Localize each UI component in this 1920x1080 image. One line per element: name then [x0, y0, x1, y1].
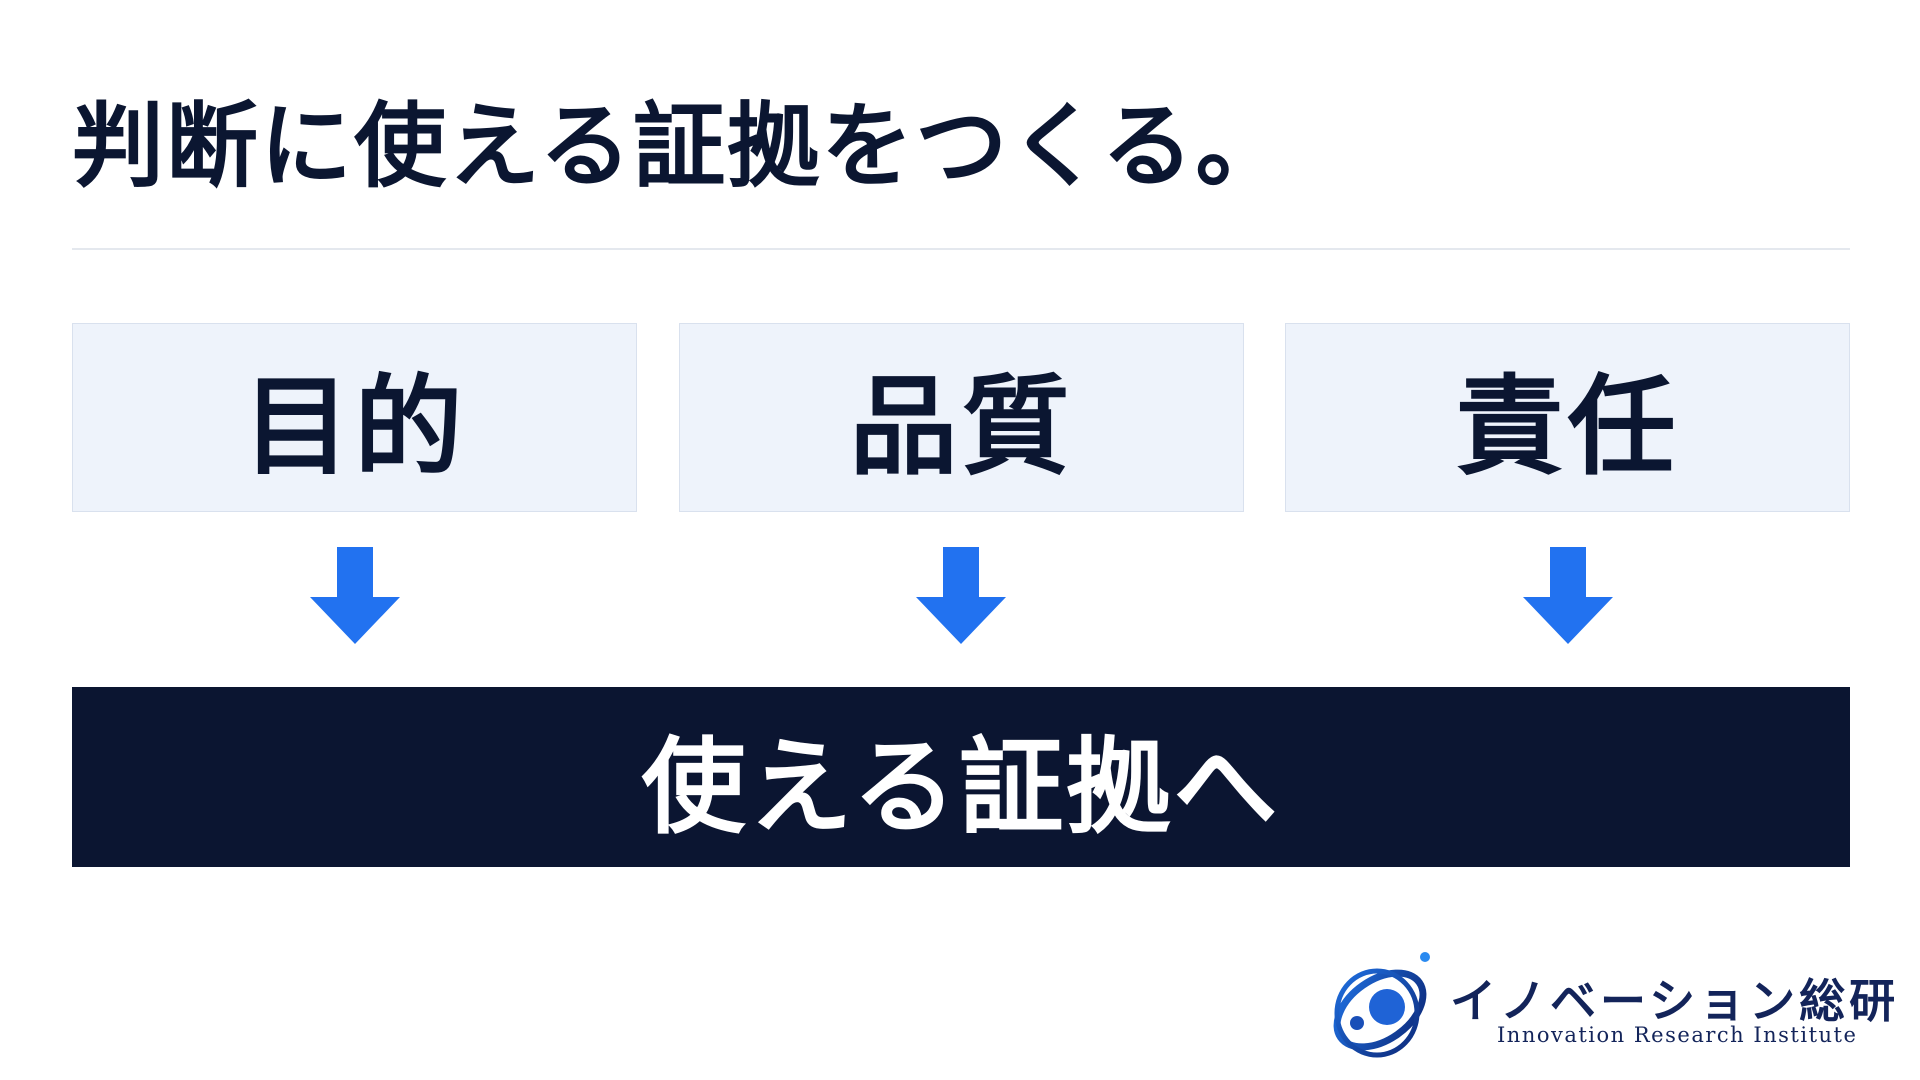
- company-logo: イノベーション総研 Innovation Research Institute: [1325, 945, 1895, 1065]
- page-title: 判断に使える証拠をつくる。: [72, 93, 1290, 200]
- concept-box-responsibility: 責任: [1285, 323, 1850, 512]
- concept-box-purpose: 目的: [72, 323, 637, 512]
- orbit-logo-icon: [1333, 952, 1430, 1058]
- concept-box-quality: 品質: [679, 323, 1244, 512]
- concept-box-row: 目的 品質 責任: [72, 323, 1850, 512]
- result-bar: 使える証拠へ: [72, 687, 1850, 867]
- title-divider: [72, 248, 1850, 250]
- logo-subtitle: Innovation Research Institute: [1497, 1023, 1858, 1047]
- arrow-down-icon: [916, 547, 1006, 644]
- result-label: 使える証拠へ: [641, 725, 1281, 848]
- arrow-down-icon: [310, 547, 400, 644]
- arrow-down-icon: [1523, 547, 1613, 644]
- logo-name: イノベーション総研: [1450, 974, 1900, 1028]
